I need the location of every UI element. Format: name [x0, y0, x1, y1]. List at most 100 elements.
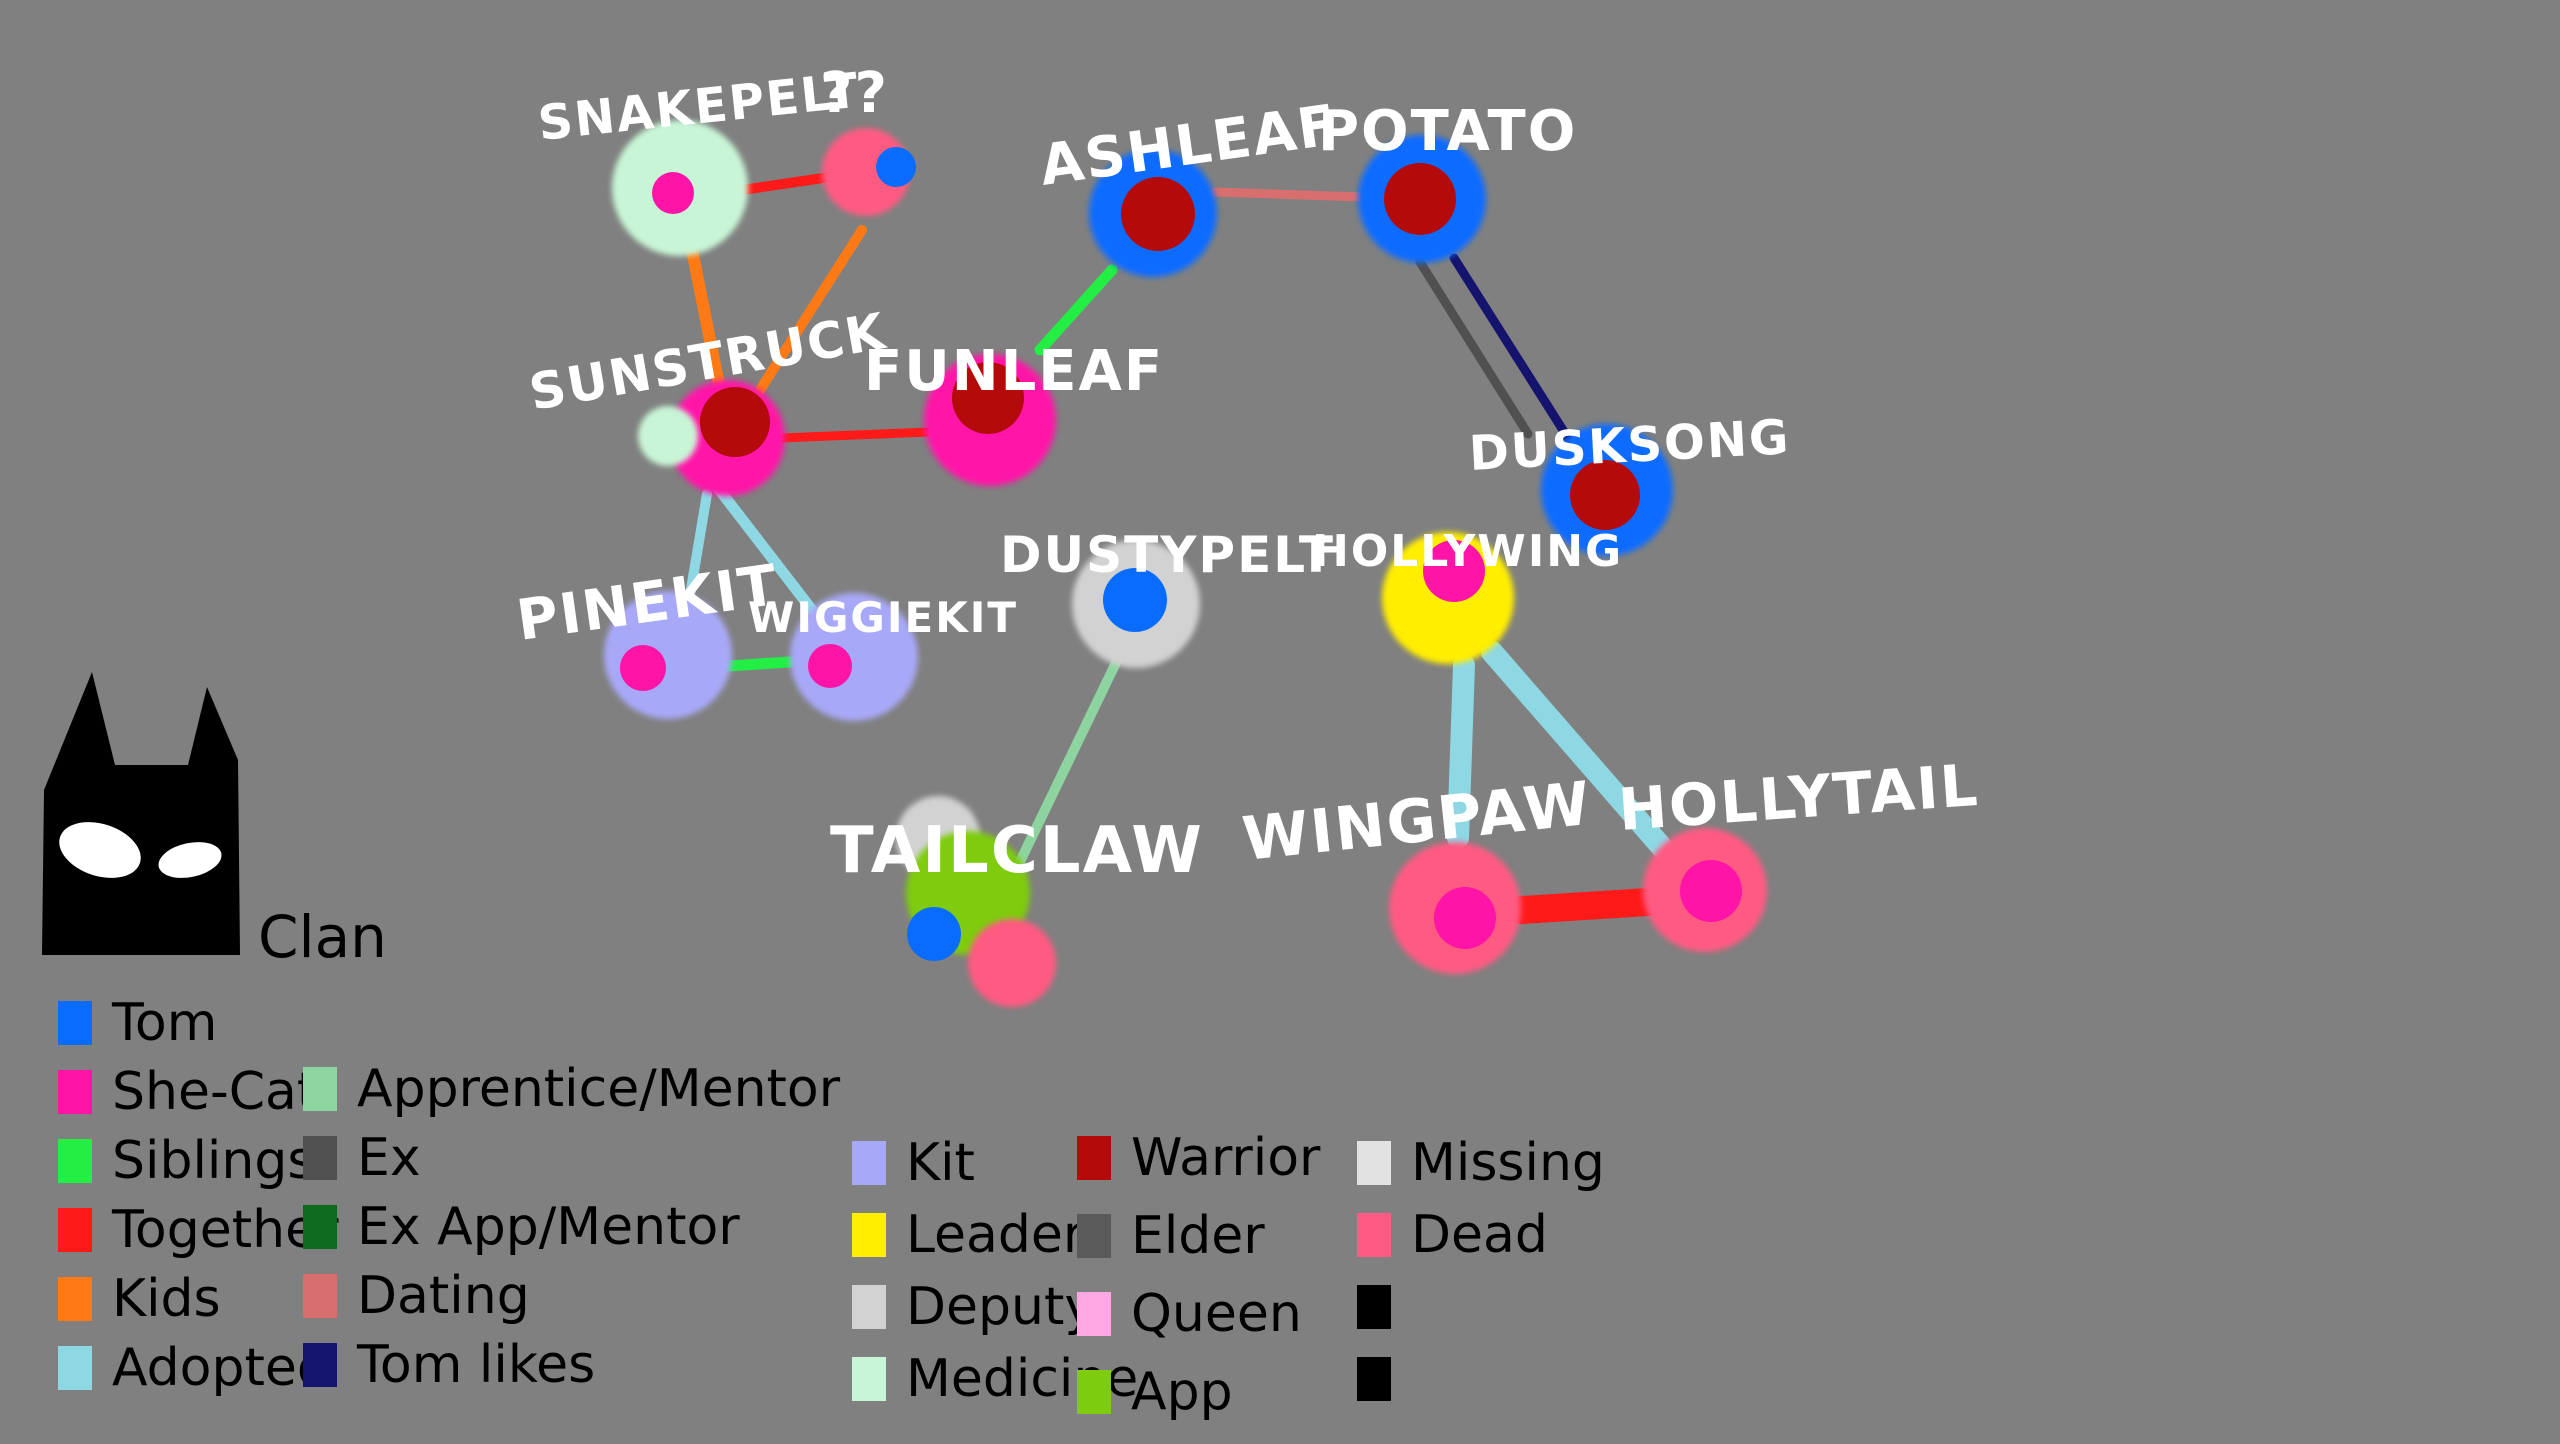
cat-name-label: FUNLEAF — [864, 339, 1164, 404]
legend-item-apprentice-mentor: Apprentice/Mentor — [303, 1059, 841, 1119]
legend-label: Siblings — [112, 1131, 314, 1191]
gender-dot — [700, 387, 770, 457]
gender-dot — [1434, 887, 1496, 949]
cat-node-wingpaw: WINGPAW — [1239, 769, 1595, 974]
legend-label: Leader — [906, 1205, 1085, 1265]
legend-swatch — [303, 1274, 337, 1318]
legend-label: Missing — [1411, 1133, 1605, 1193]
cat-node-funleaf: FUNLEAF — [864, 339, 1164, 486]
cat-name-label: WIGGIEKIT — [748, 593, 1018, 642]
legend-label: Tom likes — [356, 1335, 595, 1395]
cat-node-snakepelt: SNAKEPELT — [535, 62, 862, 256]
legend-item-deputy: Deputy — [852, 1277, 1095, 1337]
legend-item-tom: Tom — [58, 993, 217, 1053]
legend-swatch — [1357, 1285, 1391, 1329]
status-marker — [638, 406, 698, 466]
legend-item-missing: Missing — [1357, 1133, 1605, 1193]
legend-label: Queen — [1131, 1284, 1302, 1344]
legend-swatch — [58, 1346, 92, 1390]
legend: TomShe-CatSiblingsTogetherKidsAdoptedApp… — [58, 993, 1605, 1422]
legend-swatch — [1357, 1213, 1391, 1257]
relation-ashleaf-potato-dating — [1215, 192, 1362, 197]
cat-node-ashleaf: ASHLEAF — [1036, 93, 1342, 277]
legend-label: Tom — [111, 993, 217, 1053]
cat-node-unknown: ?? — [820, 61, 916, 216]
clan-logo: Clan — [42, 672, 387, 971]
legend-swatch — [303, 1343, 337, 1387]
legend-label: She-Cat — [112, 1062, 317, 1122]
gender-dot — [1680, 860, 1742, 922]
cat-name-label: HOLLYWING — [1312, 526, 1623, 577]
legend-item-leader: Leader — [852, 1205, 1085, 1265]
legend-item-dating: Dating — [303, 1266, 530, 1326]
legend-item-ex: Ex — [303, 1128, 421, 1188]
cat-node-hollywing: HOLLYWING — [1312, 526, 1623, 664]
legend-swatch — [303, 1136, 337, 1180]
legend-swatch — [852, 1357, 886, 1401]
legend-item-adopted: Adopted — [58, 1338, 330, 1398]
gender-dot — [1384, 163, 1456, 235]
legend-item-queen: Queen — [1077, 1284, 1302, 1344]
relation-wingpaw-hollytail-together — [1522, 902, 1648, 910]
gender-dot — [1121, 177, 1195, 251]
cat-node-hollytail: HOLLYTAIL — [1616, 751, 1981, 952]
gender-dot — [620, 645, 666, 691]
cat-node-pinekit: PINEKIT — [513, 553, 783, 719]
gender-dot — [652, 172, 694, 214]
legend-swatch — [1077, 1214, 1111, 1258]
legend-label: Deputy — [906, 1277, 1095, 1337]
cat-name-label: POTATO — [1318, 99, 1577, 164]
legend-label: App — [1131, 1362, 1233, 1422]
legend-item-elder: Elder — [1077, 1206, 1265, 1266]
cat-name-label: HOLLYTAIL — [1616, 751, 1981, 844]
legend-swatch — [1077, 1292, 1111, 1336]
legend-label: Ex — [357, 1128, 421, 1188]
gender-dot — [876, 147, 916, 187]
legend-label: Adopted — [112, 1338, 330, 1398]
legend-label: Warrior — [1131, 1128, 1321, 1188]
status-marker — [968, 919, 1056, 1007]
relation-sunstruck-funleaf-together — [780, 432, 930, 438]
legend-label: Apprentice/Mentor — [357, 1059, 841, 1119]
legend-swatch — [58, 1001, 92, 1045]
legend-swatch — [58, 1208, 92, 1252]
legend-item-warrior: Warrior — [1077, 1128, 1321, 1188]
clan-name: Clan — [258, 903, 387, 971]
legend-swatch — [58, 1139, 92, 1183]
legend-label: Kit — [906, 1133, 975, 1193]
cat-node-tailclaw: TAILCLAW — [830, 796, 1204, 1007]
legend-swatch — [852, 1213, 886, 1257]
cat-nodes: SNAKEPELT??ASHLEAFPOTATOSUNSTRUCKFUNLEAF… — [513, 61, 1981, 1007]
gender-dot — [808, 644, 852, 688]
legend-item-kit: Kit — [852, 1133, 975, 1193]
legend-item-ex-app-mentor: Ex App/Mentor — [303, 1197, 740, 1257]
legend-item-together: Together — [58, 1200, 339, 1260]
legend-item-she-cat: She-Cat — [58, 1062, 317, 1122]
relation-snakepelt-unknown-together — [742, 177, 830, 190]
relation-pinekit-wiggiekit-siblings — [728, 662, 790, 666]
legend-label: Ex App/Mentor — [357, 1197, 740, 1257]
legend-swatch — [852, 1285, 886, 1329]
legend-item-kids: Kids — [58, 1269, 221, 1329]
cat-name-label: TAILCLAW — [830, 814, 1204, 888]
legend-label: Kids — [112, 1269, 221, 1329]
cat-name-label: ?? — [820, 61, 889, 126]
legend-item-siblings: Siblings — [58, 1131, 314, 1191]
legend-swatch — [1357, 1357, 1391, 1401]
legend-label: Dating — [357, 1266, 530, 1326]
legend-item-dead: Dead — [1357, 1205, 1548, 1265]
legend-item-app: App — [1077, 1362, 1233, 1422]
relation-ashleaf-funleaf-siblings — [1040, 270, 1112, 350]
legend-label: Elder — [1131, 1206, 1265, 1266]
cat-node-potato: POTATO — [1318, 99, 1577, 263]
cat-mask-icon — [42, 672, 240, 955]
legend-item-tom-likes: Tom likes — [303, 1335, 595, 1395]
legend-swatch — [852, 1141, 886, 1185]
gender-dot — [907, 907, 961, 961]
cat-node-dustypelt: DUSTYPELT — [1000, 526, 1335, 668]
